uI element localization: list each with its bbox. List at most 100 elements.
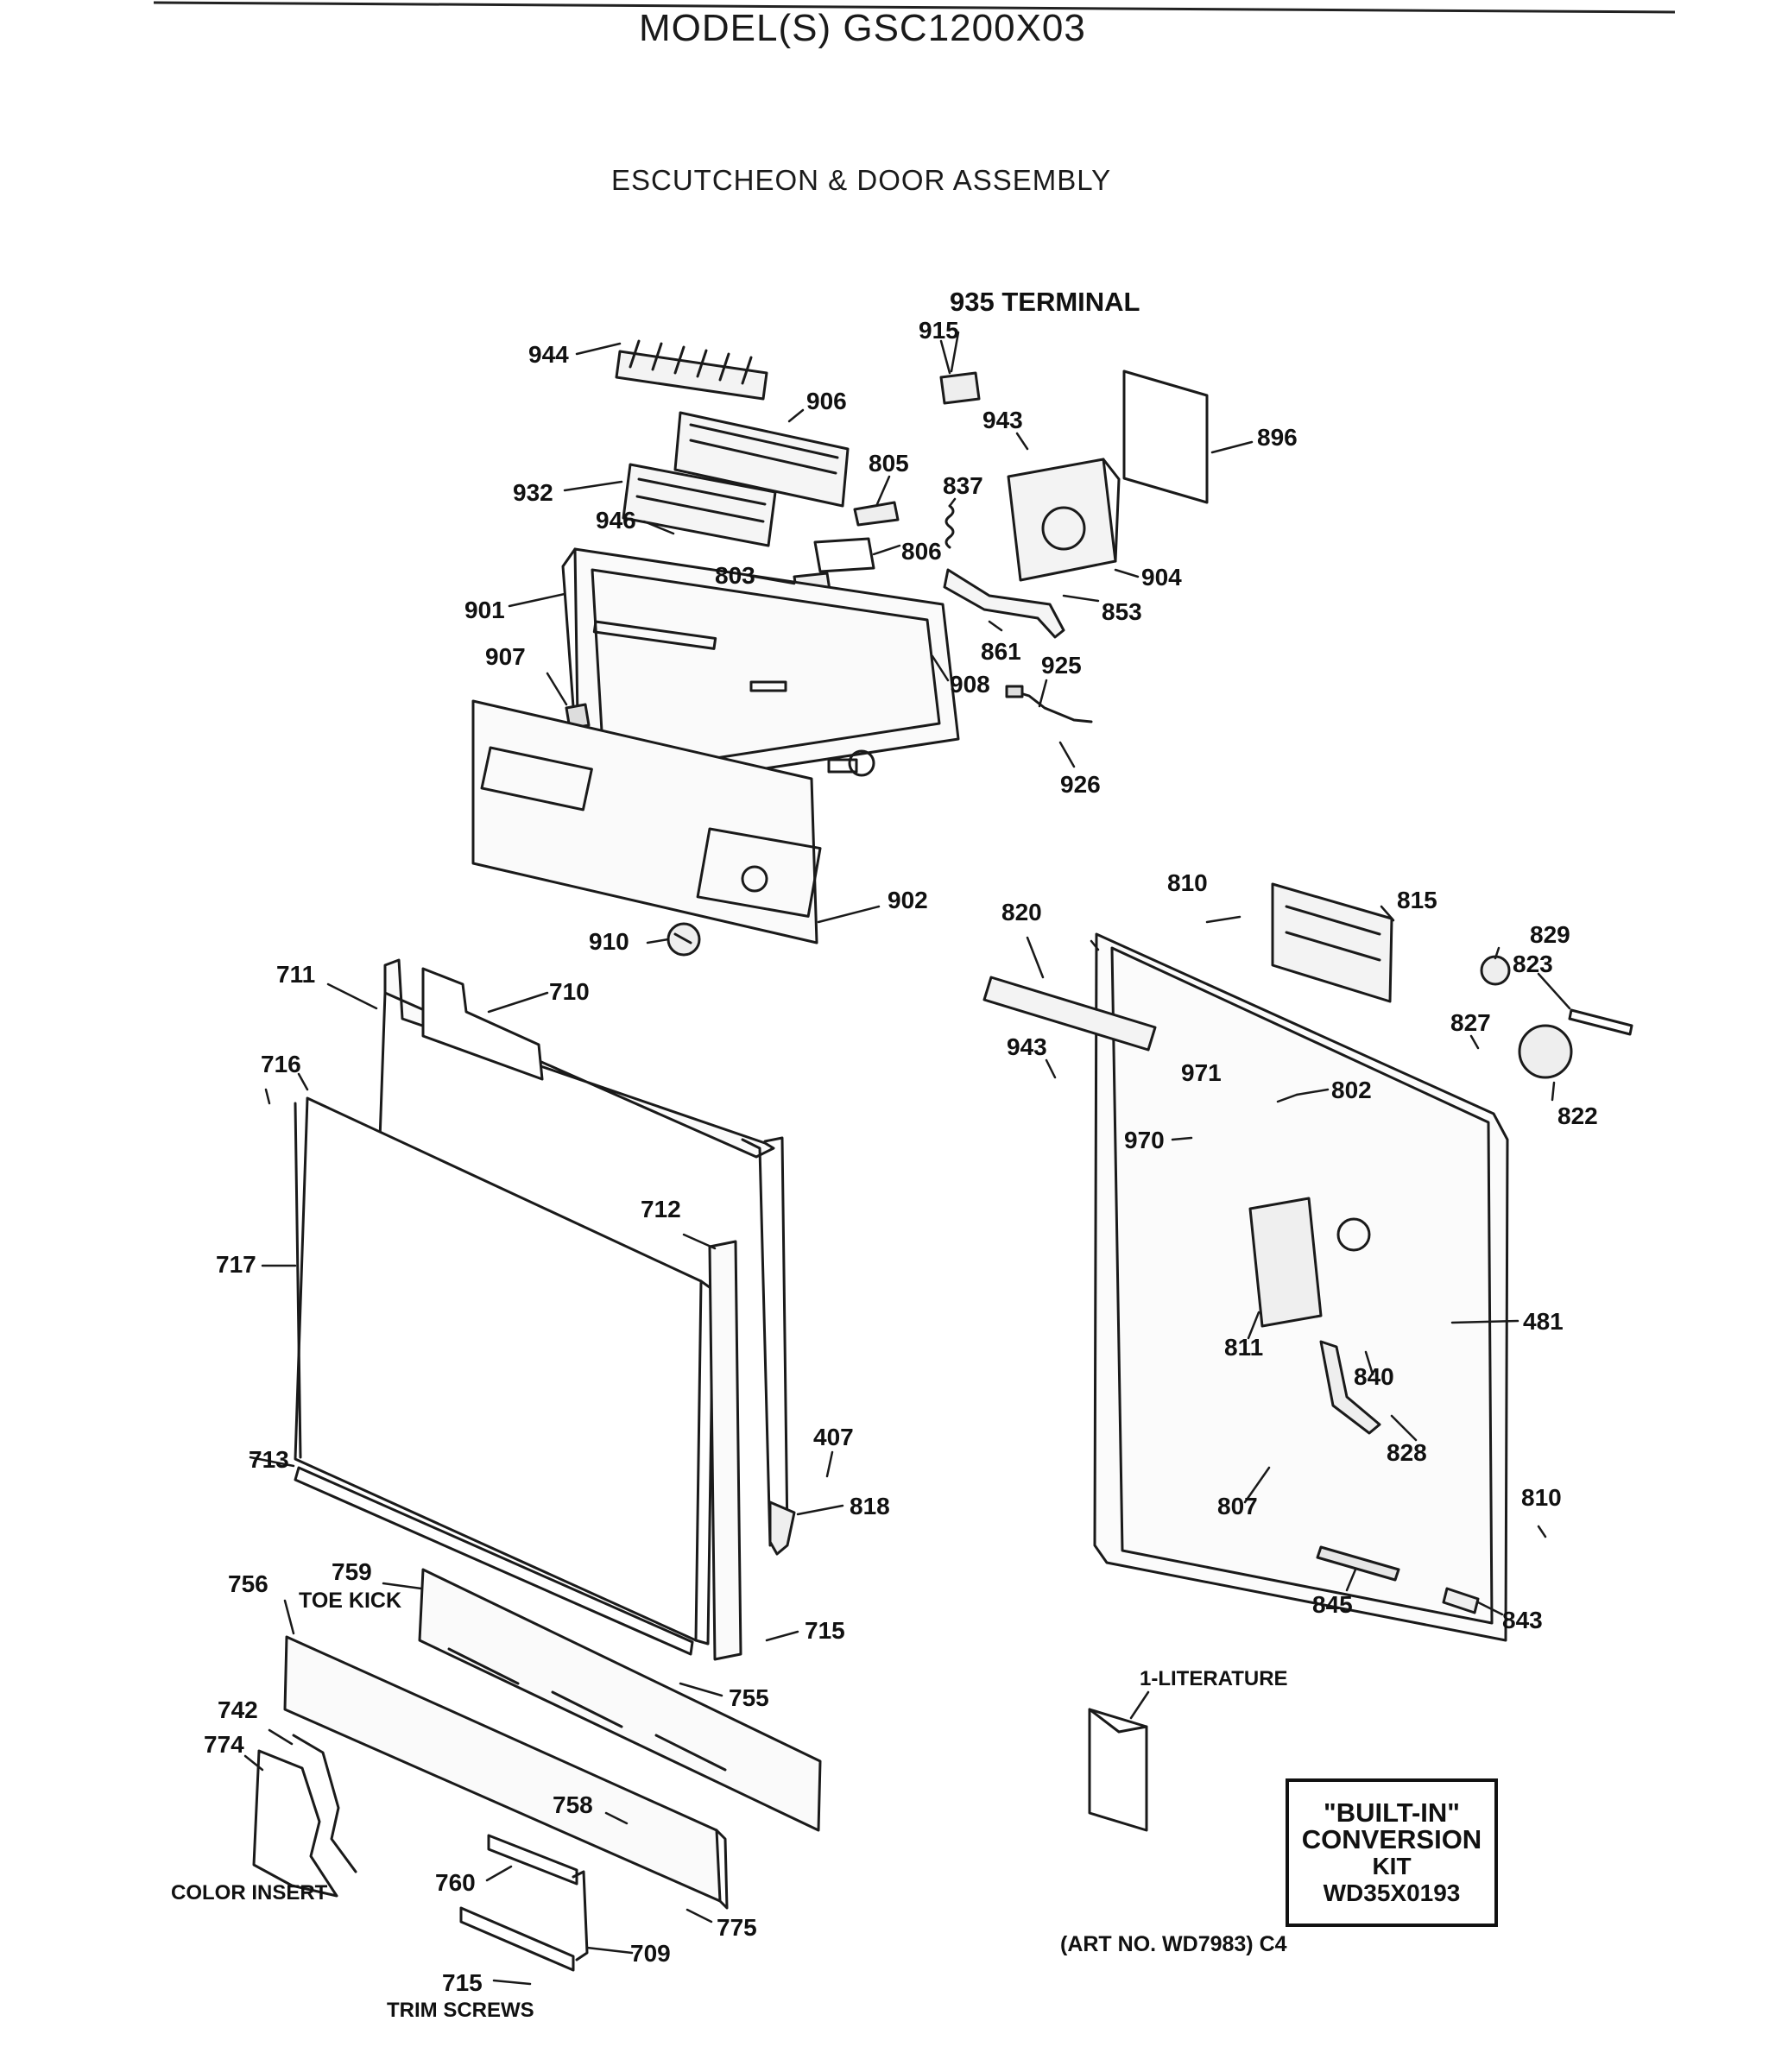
callout-407: 407 (813, 1424, 854, 1450)
callout-811: 811 (1224, 1334, 1263, 1361)
kit-line-1: "BUILT-IN" (1324, 1797, 1460, 1828)
part-915-terminal-block (939, 371, 981, 405)
callout-758: 758 (553, 1791, 593, 1818)
part-713-bottom-trim (294, 1466, 694, 1656)
callout-715-top: 715 (805, 1617, 845, 1644)
callout-711: 711 (276, 961, 315, 988)
part-828-lever (1319, 1340, 1381, 1435)
leader-lines (243, 331, 1571, 1986)
callout-806: 806 (901, 538, 942, 565)
callout-908: 908 (950, 671, 990, 698)
callout-805: 805 (869, 450, 909, 477)
part-822-829-823-hardware (1480, 955, 1633, 1079)
part-759-toe-kick (418, 1568, 822, 1832)
kit-line-3: KIT (1372, 1853, 1412, 1879)
part-710-strip (421, 967, 544, 1081)
model-title: MODEL(S) GSC1200X03 (639, 7, 1086, 49)
part-818-hinge-bracket (768, 1500, 796, 1556)
callout-760: 760 (435, 1869, 476, 1896)
callout-861: 861 (981, 638, 1021, 665)
callout-829: 829 (1530, 921, 1570, 948)
callout-481: 481 (1523, 1308, 1564, 1335)
callout-902: 902 (888, 887, 928, 913)
part-716-717-door-panel (294, 1096, 715, 1646)
callout-709: 709 (630, 1940, 671, 1967)
callout-759: 759 (332, 1558, 372, 1585)
part-853-lever (943, 568, 1065, 639)
callout-822: 822 (1557, 1102, 1598, 1129)
part-910-knob (667, 922, 701, 957)
top-rule (153, 1, 1676, 14)
callout-823: 823 (1513, 951, 1553, 977)
part-932-bracket (622, 463, 777, 547)
callout-840: 840 (1354, 1363, 1394, 1390)
callout-828: 828 (1387, 1439, 1427, 1466)
callout-904: 904 (1141, 564, 1182, 591)
callout-color-insert: COLOR INSERT (171, 1881, 328, 1905)
part-712-side-trim (708, 1136, 789, 1661)
callout-896: 896 (1257, 424, 1298, 451)
callout-717: 717 (216, 1251, 256, 1278)
part-774-742-color-insert (252, 1734, 357, 1898)
callout-970: 970 (1124, 1127, 1165, 1153)
callout-901: 901 (464, 597, 505, 623)
callout-literature: 1-LITERATURE (1140, 1667, 1288, 1690)
part-815-vent (1271, 882, 1393, 1003)
callout-943-right: 943 (1007, 1033, 1047, 1060)
callout-802: 802 (1331, 1077, 1372, 1103)
callout-756: 756 (228, 1570, 269, 1597)
callout-807: 807 (1217, 1493, 1258, 1519)
part-756-toe-kick-panel (283, 1635, 729, 1910)
section-title: ESCUTCHEON & DOOR ASSEMBLY (611, 164, 1112, 196)
kit-part-number: WD35X0193 (1323, 1879, 1461, 1906)
part-837-spring (945, 504, 955, 549)
callout-810-top: 810 (1167, 869, 1208, 896)
callout-775: 775 (717, 1914, 757, 1941)
part-902-panel (471, 699, 822, 944)
callout-716: 716 (261, 1051, 301, 1077)
part-944-connector (615, 339, 768, 401)
callout-742: 742 (218, 1696, 258, 1723)
callout-715-bottom: 715 (442, 1969, 483, 1996)
callout-915: 915 (919, 317, 959, 344)
callout-906: 906 (806, 388, 847, 414)
callout-712: 712 (641, 1196, 681, 1222)
callout-827: 827 (1450, 1009, 1491, 1036)
callout-935: 935 TERMINAL (950, 287, 1140, 317)
callout-710: 710 (549, 978, 590, 1005)
callout-810-bottom: 810 (1521, 1484, 1562, 1511)
callout-815: 815 (1397, 887, 1437, 913)
callout-trim-screws: TRIM SCREWS (387, 1999, 534, 2022)
callout-803: 803 (715, 562, 755, 589)
kit-line-2: CONVERSION (1301, 1824, 1482, 1854)
callout-932: 932 (513, 479, 553, 506)
part-820-bracket (982, 976, 1157, 1052)
callout-910: 910 (589, 928, 629, 955)
callout-713: 713 (249, 1446, 289, 1473)
art-number: (ART NO. WD7983) C4 (1060, 1932, 1287, 1956)
part-811-dispenser (1248, 1197, 1371, 1328)
callout-946: 946 (596, 507, 636, 534)
callout-818: 818 (850, 1493, 890, 1519)
callout-971: 971 (1181, 1059, 1222, 1086)
callout-843: 843 (1502, 1607, 1543, 1633)
part-843-hinge (1442, 1587, 1480, 1614)
part-805-bracket (853, 501, 900, 527)
conversion-kit-box: "BUILT-IN" CONVERSION KIT WD35X0193 (1286, 1778, 1498, 1927)
part-904-timer (1007, 458, 1121, 582)
callout-853: 853 (1102, 598, 1142, 625)
part-925-wire (1005, 685, 1093, 723)
callout-820: 820 (1001, 899, 1042, 925)
callout-944: 944 (528, 341, 569, 368)
part-906-switch-strip (673, 411, 850, 508)
callout-907: 907 (485, 643, 526, 670)
part-literature-envelope (1088, 1708, 1148, 1832)
part-806-insulator (813, 537, 875, 573)
callout-toe-kick: TOE KICK (299, 1589, 401, 1613)
part-845-latch (1316, 1545, 1400, 1582)
callout-774: 774 (204, 1731, 244, 1758)
callout-845: 845 (1312, 1591, 1353, 1618)
callout-926: 926 (1060, 771, 1101, 798)
part-896-label (1122, 370, 1209, 504)
